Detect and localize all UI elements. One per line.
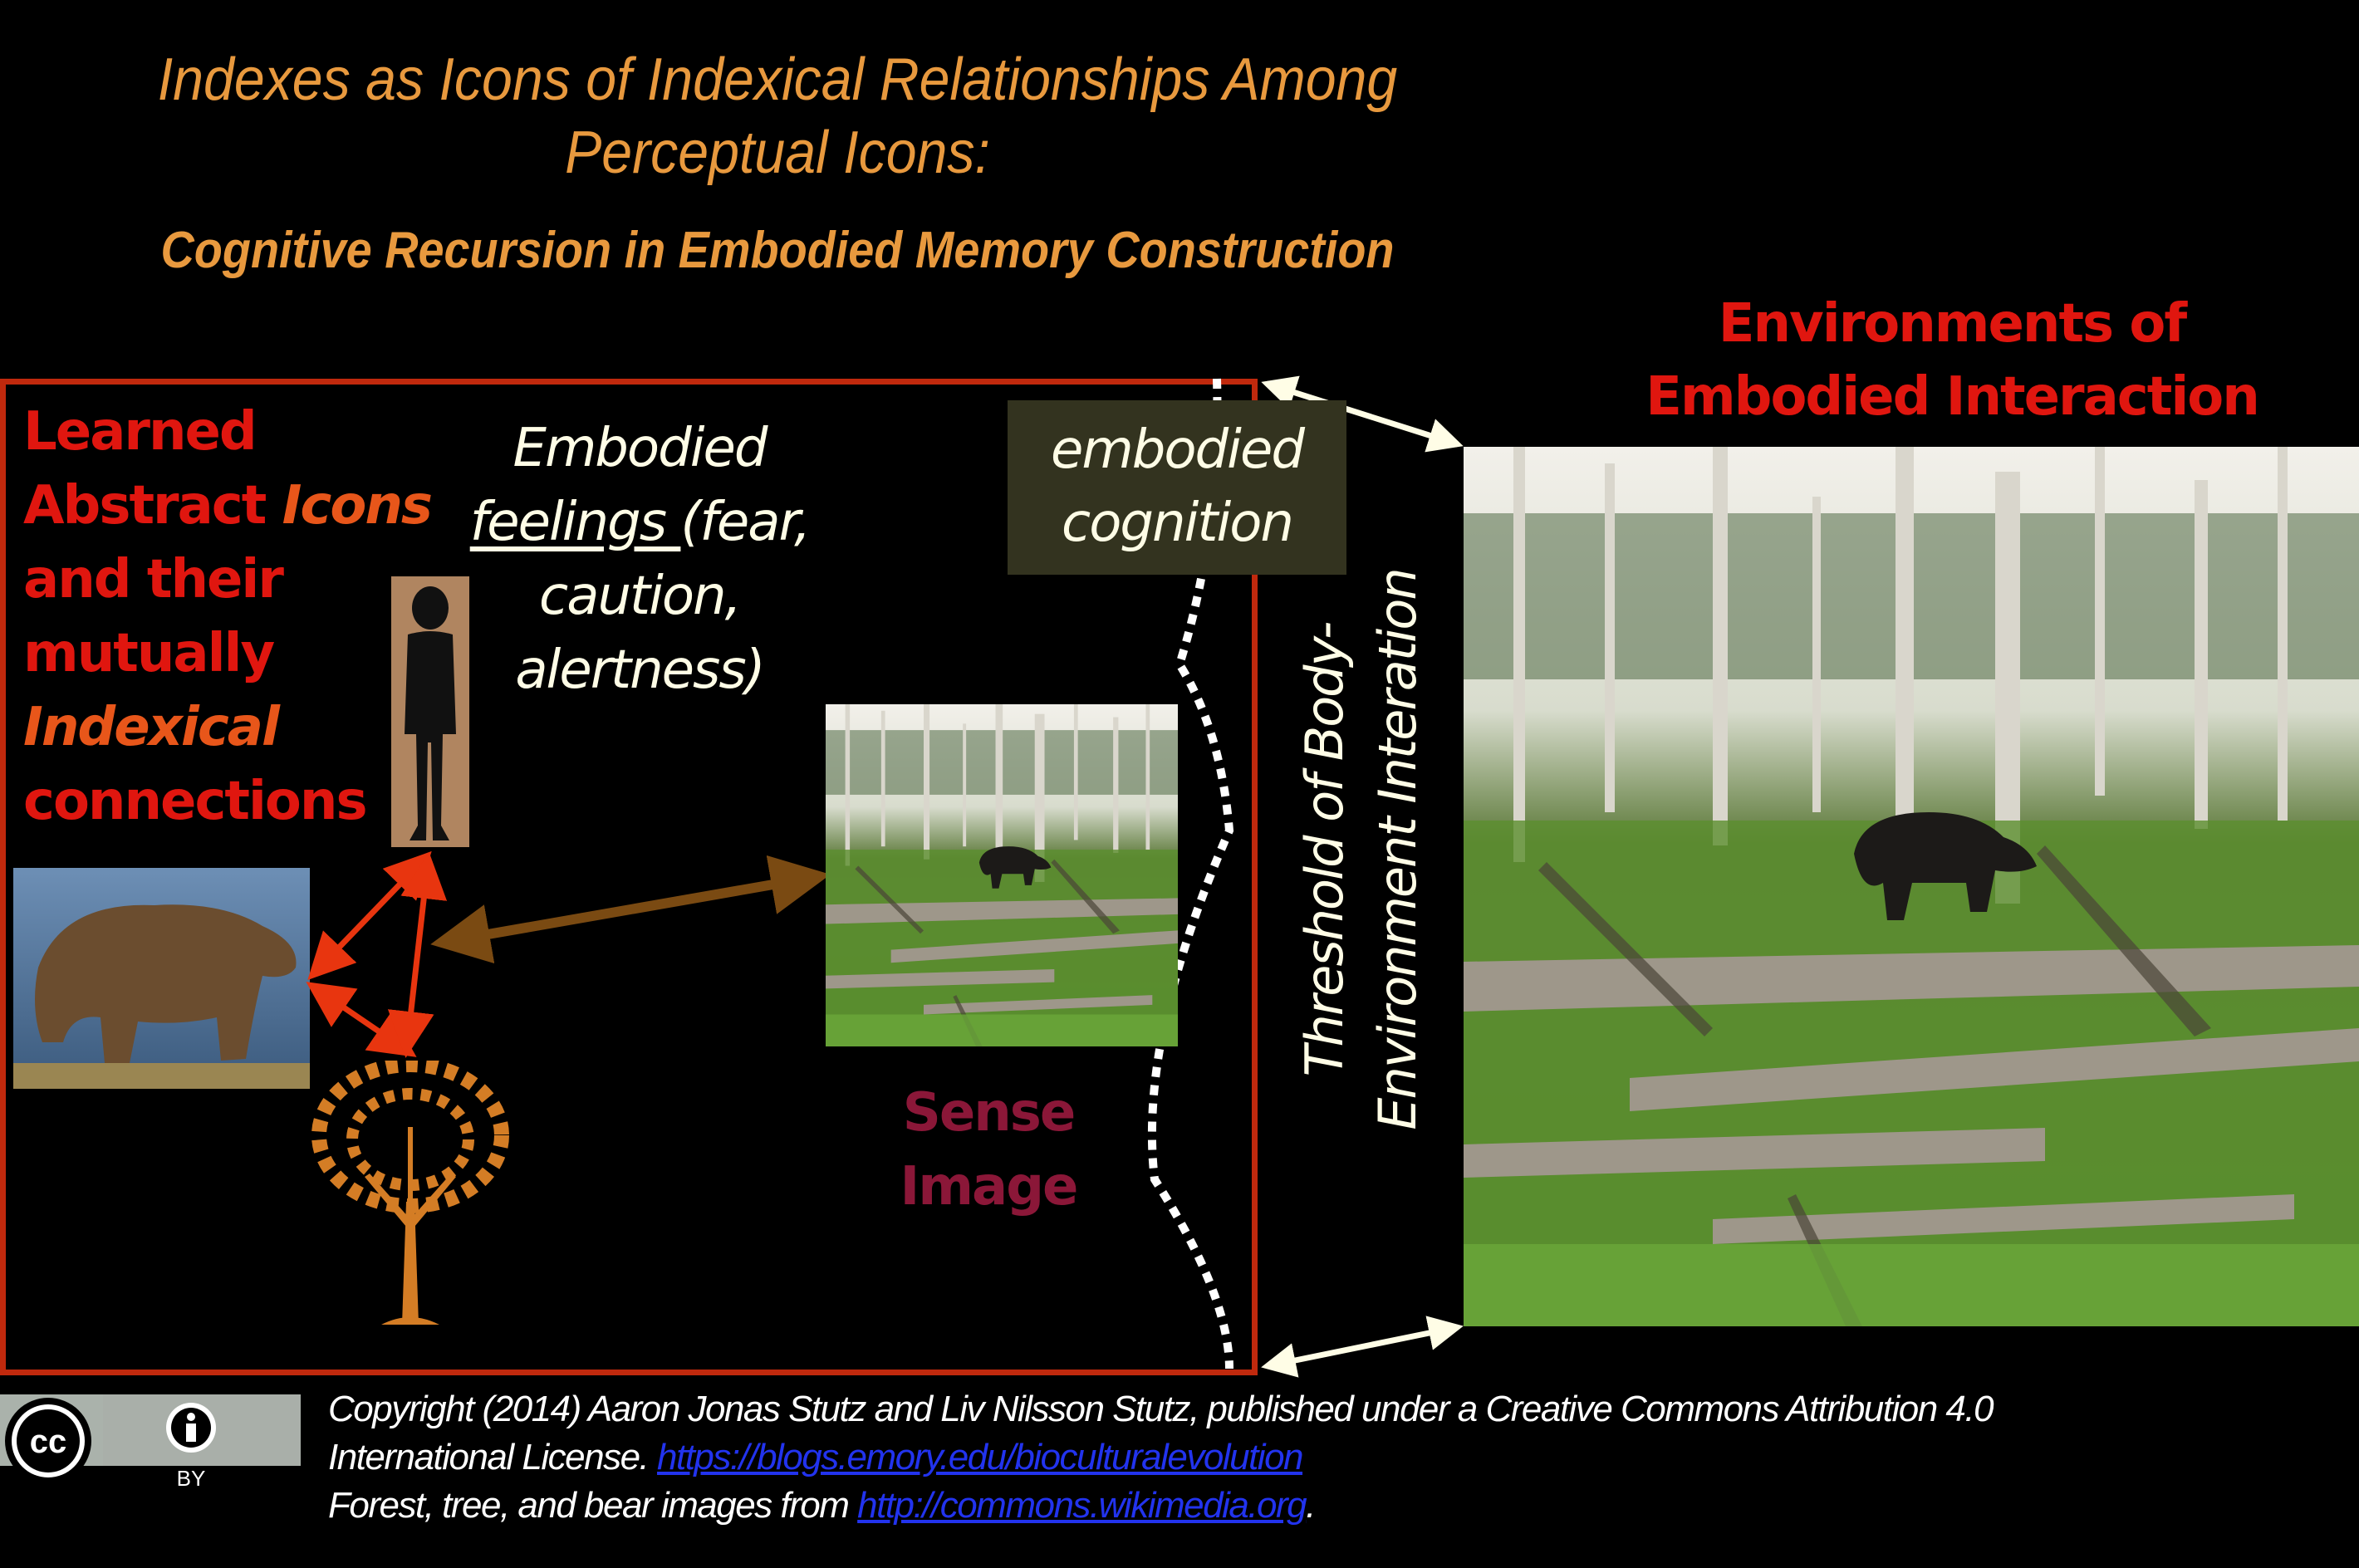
copyright-line: Copyright (2014) Aaron Jonas Stutz and L… xyxy=(328,1389,1994,1429)
threshold-arrow-top xyxy=(1261,375,1464,453)
memory-construction-box xyxy=(0,379,1258,1375)
label-line: and their xyxy=(23,549,284,610)
sense-line: Image xyxy=(900,1156,1079,1218)
label-line: connections xyxy=(23,771,368,832)
threshold-line: Environment Interation xyxy=(1367,569,1428,1130)
learned-icons-label: Learned Abstract Icons and their mutuall… xyxy=(23,395,433,839)
by-text: BY xyxy=(177,1466,206,1489)
feelings-line: alertness) xyxy=(515,639,765,701)
forest-bear-photo xyxy=(1464,447,2359,1326)
label-emphasis: Icons xyxy=(282,475,433,537)
cognition-line: embodied xyxy=(1051,419,1305,481)
wikimedia-link[interactable]: http://commons.wikimedia.org xyxy=(857,1485,1307,1526)
credits-period: . xyxy=(1306,1485,1316,1526)
tree-icon xyxy=(311,1061,509,1325)
credits-text: Forest, tree, and bear images from xyxy=(328,1485,858,1526)
icon-sense-arrow xyxy=(430,855,831,964)
threshold-label: Threshold of Body- Environment Interatio… xyxy=(1288,534,1435,1165)
human-figure-icon xyxy=(391,576,469,847)
label-emphasis: Indexical xyxy=(23,697,280,758)
feelings-line: caution, xyxy=(539,566,742,627)
cc-text: cc xyxy=(30,1423,67,1460)
embodied-feelings-text: Embodied feelings (fear, caution, alertn… xyxy=(407,412,872,708)
environments-line: Embodied Interaction xyxy=(1645,366,2260,428)
label-line: mutually xyxy=(23,623,275,684)
cc-by-license-badge: cc BY xyxy=(0,1394,301,1489)
cognition-line: cognition xyxy=(1062,492,1294,554)
subtitle: Cognitive Recursion in Embodied Memory C… xyxy=(160,222,1395,279)
label-line: Learned xyxy=(23,401,257,463)
red-index-arrows xyxy=(306,850,448,1058)
sense-image-photo xyxy=(826,704,1178,1046)
sense-line: Sense xyxy=(902,1082,1077,1144)
environments-line: Environments of xyxy=(1718,293,2187,355)
sense-image-label: Sense Image xyxy=(864,1076,1113,1224)
feelings-underlined: feelings xyxy=(469,492,681,553)
environments-title: Environments of Embodied Interaction xyxy=(1578,287,2326,434)
copyright-footer: Copyright (2014) Aaron Jonas Stutz and L… xyxy=(328,1385,1994,1530)
title-line-2: Perceptual Icons: xyxy=(565,120,990,186)
blog-link[interactable]: https://blogs.emory.edu/bioculturalevolu… xyxy=(657,1437,1304,1477)
feelings-line: (fear, xyxy=(680,492,811,553)
bear-photo xyxy=(13,868,310,1089)
threshold-arrow-bottom xyxy=(1261,1316,1464,1378)
label-line: Abstract xyxy=(23,475,282,537)
threshold-line: Threshold of Body- xyxy=(1294,622,1355,1077)
feelings-line: Embodied xyxy=(513,418,768,479)
title-line-1: Indexes as Icons of Indexical Relationsh… xyxy=(157,47,1398,113)
license-text: International License. xyxy=(328,1437,658,1477)
embodied-cognition-box: embodied cognition xyxy=(1008,400,1346,575)
